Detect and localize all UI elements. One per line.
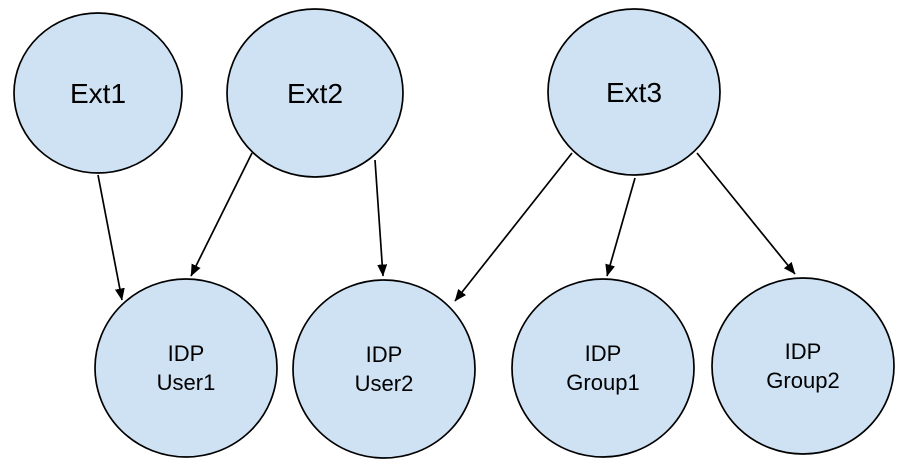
node-idp-group1-label-line: Group1: [566, 370, 639, 395]
node-ext1-label-line: Ext1: [70, 78, 126, 109]
edge-ext3-to-idp-user2: [454, 152, 573, 302]
node-idp-group1-label-line: IDP: [585, 341, 622, 366]
node-ext2-label: Ext2: [287, 78, 343, 109]
node-ext2-circle: [226, 8, 404, 178]
node-idp-user1-label-line: IDP: [168, 341, 205, 366]
edge-ext1-to-idp-user1: [97, 174, 125, 301]
node-ext1-circle: [13, 12, 183, 174]
node-ext1-label: Ext1: [70, 78, 126, 109]
edge-ext2-to-idp-user2: [374, 159, 388, 277]
node-idp-group2-label: IDP Group2: [766, 339, 839, 393]
node-idp-group2-label-line: Group2: [766, 368, 839, 393]
node-idp-user2-label-line: IDP: [366, 342, 403, 367]
node-idp-user1-circle: [94, 278, 278, 458]
node-ext3-label-line: Ext3: [606, 77, 662, 108]
node-idp-user2-circle: [292, 279, 476, 459]
edge-ext3-to-idp-group2: [696, 152, 796, 275]
edge-layer: [97, 152, 796, 302]
node-idp-group1-label: IDP Group1: [566, 341, 639, 395]
node-idp-user2-label-line: User2: [355, 371, 414, 396]
node-ext3-label: Ext3: [606, 77, 662, 108]
edge-ext2-to-idp-user1: [190, 152, 253, 277]
node-idp-user1-label-line: User1: [157, 370, 216, 395]
node-idp-group1-circle: [511, 278, 695, 458]
node-ext3-circle: [547, 8, 721, 176]
node-idp-group2-circle: [711, 277, 895, 455]
node-idp-user2-label: IDP User2: [355, 342, 414, 396]
node-ext2-label-line: Ext2: [287, 78, 343, 109]
node-idp-group2-label-line: IDP: [785, 339, 822, 364]
edge-ext3-to-idp-group1: [605, 177, 636, 277]
node-idp-user1-label: IDP User1: [157, 341, 216, 395]
